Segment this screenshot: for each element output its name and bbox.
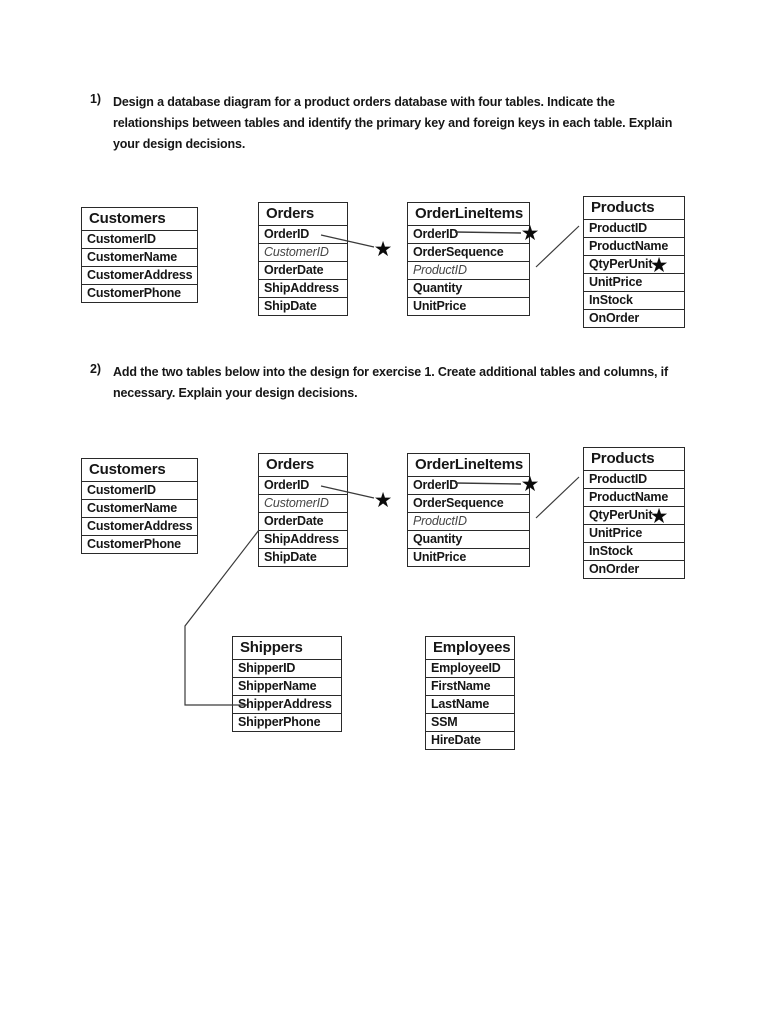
column-customerphone: CustomerPhone bbox=[82, 284, 197, 302]
column-productid: ProductID bbox=[584, 219, 684, 237]
column-productname: ProductName bbox=[584, 237, 684, 255]
table-title: Employees bbox=[433, 639, 511, 656]
column-productname: ProductName bbox=[584, 488, 684, 506]
exercise-1-number: 1) bbox=[90, 92, 101, 106]
column-productid: ProductID bbox=[584, 470, 684, 488]
table-title: OrderLineItems bbox=[415, 205, 524, 222]
exercise-2-text: Add the two tables below into the design… bbox=[113, 365, 669, 400]
diagram2-table-orderlineitems: OrderLineItems OrderID OrderSequence Pro… bbox=[407, 453, 530, 567]
column-orderid: OrderID bbox=[408, 476, 529, 494]
column-customerid-fk: CustomerID bbox=[259, 494, 347, 512]
column-shipperid: ShipperID bbox=[233, 659, 341, 677]
table-title: Products bbox=[591, 199, 655, 216]
table-title: Customers bbox=[89, 210, 166, 227]
column-ssm: SSM bbox=[426, 713, 514, 731]
column-customerphone: CustomerPhone bbox=[82, 535, 197, 553]
diagram2-table-customers: Customers CustomerID CustomerName Custom… bbox=[81, 458, 198, 554]
exercise-2-number: 2) bbox=[90, 362, 101, 376]
column-onorder: OnOrder bbox=[584, 560, 684, 578]
column-orderid: OrderID bbox=[408, 225, 529, 243]
column-productid-fk: ProductID bbox=[408, 261, 529, 279]
column-orderid: OrderID bbox=[259, 476, 347, 494]
column-shippername: ShipperName bbox=[233, 677, 341, 695]
column-hiredate: HireDate bbox=[426, 731, 514, 749]
column-employeeid: EmployeeID bbox=[426, 659, 514, 677]
column-unitprice: UnitPrice bbox=[584, 273, 684, 291]
table-title: Products bbox=[591, 450, 655, 467]
column-shipperaddress: ShipperAddress bbox=[233, 695, 341, 713]
column-qtyperunit: QtyPerUnit bbox=[584, 255, 684, 273]
column-unitprice: UnitPrice bbox=[408, 297, 529, 315]
diagram2-table-shippers: Shippers ShipperID ShipperName ShipperAd… bbox=[232, 636, 342, 732]
diagram1-table-orderlineitems: OrderLineItems OrderID OrderSequence Pro… bbox=[407, 202, 530, 316]
column-customerid-fk: CustomerID bbox=[259, 243, 347, 261]
many-star-icon-orders-1: ★ bbox=[373, 237, 393, 261]
column-shipdate: ShipDate bbox=[259, 297, 347, 315]
column-unitprice: UnitPrice bbox=[408, 548, 529, 566]
column-instock: InStock bbox=[584, 542, 684, 560]
table-title: OrderLineItems bbox=[415, 456, 524, 473]
diagram1-table-products: Products ProductID ProductName QtyPerUni… bbox=[583, 196, 685, 328]
diagram2-table-employees: Employees EmployeeID FirstName LastName … bbox=[425, 636, 515, 750]
column-quantity: Quantity bbox=[408, 279, 529, 297]
table-title: Customers bbox=[89, 461, 166, 478]
relationship-line-orderlineitems-products-1 bbox=[535, 225, 580, 268]
column-lastname: LastName bbox=[426, 695, 514, 713]
column-shipaddress: ShipAddress bbox=[259, 279, 347, 297]
column-quantity: Quantity bbox=[408, 530, 529, 548]
column-customeraddress: CustomerAddress bbox=[82, 266, 197, 284]
many-star-icon-orders-2: ★ bbox=[373, 488, 393, 512]
column-unitprice: UnitPrice bbox=[584, 524, 684, 542]
diagram2-table-orders: Orders OrderID CustomerID OrderDate Ship… bbox=[258, 453, 348, 567]
column-instock: InStock bbox=[584, 291, 684, 309]
table-title: Shippers bbox=[240, 639, 303, 656]
column-ordersequence: OrderSequence bbox=[408, 494, 529, 512]
column-qtyperunit: QtyPerUnit bbox=[584, 506, 684, 524]
column-shipperphone: ShipperPhone bbox=[233, 713, 341, 731]
column-orderid: OrderID bbox=[259, 225, 347, 243]
column-shipdate: ShipDate bbox=[259, 548, 347, 566]
column-customerid: CustomerID bbox=[82, 481, 197, 499]
column-shipaddress: ShipAddress bbox=[259, 530, 347, 548]
column-customername: CustomerName bbox=[82, 499, 197, 517]
table-title: Orders bbox=[266, 456, 314, 473]
table-title: Orders bbox=[266, 205, 314, 222]
column-productid-fk: ProductID bbox=[408, 512, 529, 530]
column-ordersequence: OrderSequence bbox=[408, 243, 529, 261]
column-onorder: OnOrder bbox=[584, 309, 684, 327]
diagram1-table-customers: Customers CustomerID CustomerName Custom… bbox=[81, 207, 198, 303]
diagram2-table-products: Products ProductID ProductName QtyPerUni… bbox=[583, 447, 685, 579]
column-customeraddress: CustomerAddress bbox=[82, 517, 197, 535]
column-orderdate: OrderDate bbox=[259, 261, 347, 279]
column-customerid: CustomerID bbox=[82, 230, 197, 248]
column-customername: CustomerName bbox=[82, 248, 197, 266]
diagram1-table-orders: Orders OrderID CustomerID OrderDate Ship… bbox=[258, 202, 348, 316]
column-orderdate: OrderDate bbox=[259, 512, 347, 530]
relationship-line-orderlineitems-products-2 bbox=[535, 476, 580, 519]
exercise-1-text: Design a database diagram for a product … bbox=[113, 95, 673, 151]
column-firstname: FirstName bbox=[426, 677, 514, 695]
